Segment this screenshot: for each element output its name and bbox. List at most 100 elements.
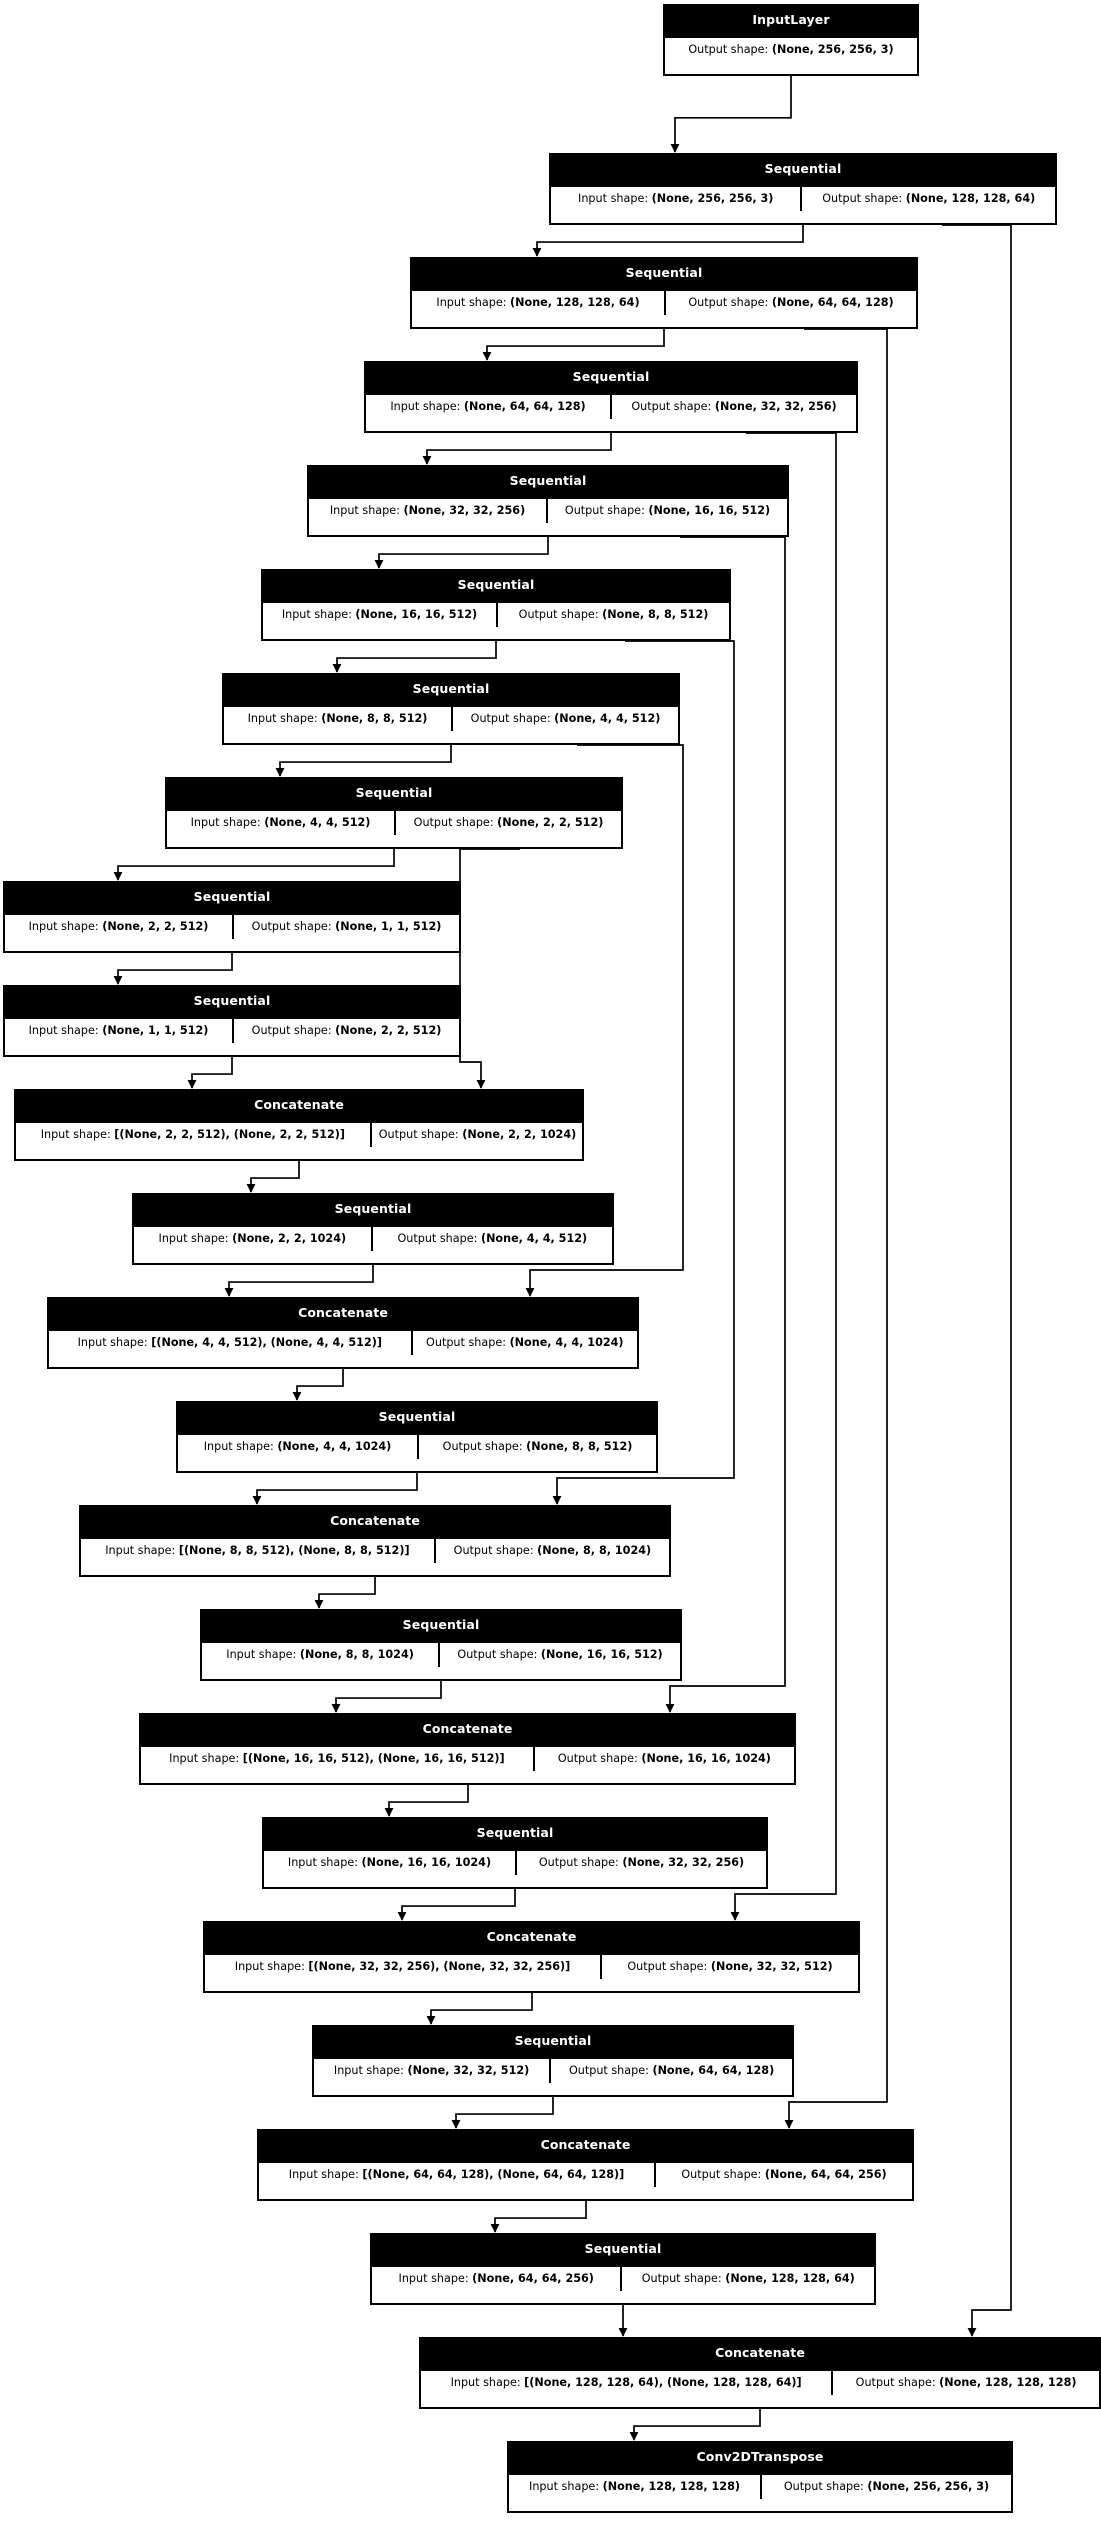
node-title: Sequential [309, 467, 787, 497]
output-shape-cell: Output shape: (None, 8, 8, 512) [496, 602, 729, 627]
node-shapes: Output shape: (None, 256, 256, 3) [665, 35, 917, 62]
node-shapes: Input shape: (None, 64, 64, 256)Output s… [372, 2264, 874, 2291]
node-title: Concatenate [259, 2131, 912, 2161]
input-shape-cell: Input shape: (None, 64, 64, 256) [372, 2266, 621, 2291]
output-shape-value: (None, 32, 32, 512) [710, 1959, 833, 1973]
input-shape-value: [(None, 4, 4, 512), (None, 4, 4, 512)] [151, 1335, 382, 1349]
node-shapes: Input shape: [(None, 8, 8, 512), (None, … [81, 1536, 669, 1563]
node-shapes: Input shape: [(None, 4, 4, 512), (None, … [49, 1328, 637, 1355]
node-shapes: Input shape: (None, 256, 256, 3)Output s… [551, 184, 1055, 211]
input-shape-cell: Input shape: (None, 4, 4, 1024) [178, 1434, 417, 1459]
output-shape-cell: Output shape: (None, 16, 16, 512) [438, 1642, 680, 1667]
edge-main [451, 2097, 554, 2129]
input-shape-value: (None, 64, 64, 256) [472, 2271, 594, 2285]
output-shape-cell: Output shape: (None, 1, 1, 512) [232, 914, 459, 939]
node-title: Concatenate [205, 1923, 858, 1953]
output-shape-label: Output shape: [413, 815, 498, 829]
input-shape-cell: Input shape: (None, 32, 32, 512) [314, 2058, 550, 2083]
edge-main [187, 1057, 233, 1089]
input-shape-label: Input shape: [333, 2063, 408, 2077]
input-shape-cell: Input shape: [(None, 16, 16, 512), (None… [141, 1746, 533, 1771]
node-title: Sequential [134, 1195, 612, 1225]
output-shape-value: (None, 64, 64, 256) [764, 2167, 887, 2181]
node-shapes: Input shape: (None, 8, 8, 1024)Output sh… [202, 1640, 680, 1667]
edge-main [113, 849, 395, 881]
output-shape-value: (None, 4, 4, 512) [554, 711, 661, 725]
output-shape-value: (None, 2, 2, 512) [497, 815, 604, 829]
edge-main [629, 2409, 761, 2441]
node-title: Sequential [366, 363, 856, 393]
output-shape-value: (None, 4, 4, 512) [480, 1231, 588, 1245]
input-shape-cell: Input shape: [(None, 2, 2, 512), (None, … [16, 1122, 370, 1147]
node-title: Sequential [202, 1611, 680, 1641]
output-shape-cell: Output shape: (None, 32, 32, 256) [610, 394, 856, 419]
edge-main [292, 1369, 344, 1401]
input-shape-value: [(None, 2, 2, 512), (None, 2, 2, 512)] [114, 1127, 346, 1141]
input-shape-cell: Input shape: [(None, 8, 8, 512), (None, … [81, 1538, 434, 1563]
edge-main [426, 1993, 533, 2025]
edge-skip [730, 432, 837, 1921]
output-shape-value: (None, 64, 64, 128) [652, 2063, 775, 2077]
output-shape-cell: Output shape: (None, 16, 16, 1024) [532, 1746, 794, 1771]
node-shapes: Input shape: [(None, 64, 64, 128), (None… [259, 2160, 912, 2187]
output-shape-value: (None, 256, 256, 3) [771, 42, 894, 56]
edge-main [252, 1473, 418, 1505]
output-shape-cell: Output shape: (None, 2, 2, 1024) [369, 1122, 582, 1147]
output-shape-cell: Output shape: (None, 4, 4, 1024) [410, 1330, 637, 1355]
edge-main [490, 2201, 587, 2233]
node-title: Concatenate [49, 1299, 637, 1329]
input-shape-cell: Input shape: (None, 32, 32, 256) [309, 498, 547, 523]
node-title: Sequential [551, 155, 1055, 185]
node-title: Sequential [314, 2027, 792, 2057]
node-title: Sequential [167, 779, 621, 809]
input-shape-label: Input shape: [288, 2167, 363, 2181]
output-shape-label: Output shape: [457, 1647, 541, 1661]
output-shape-label: Output shape: [681, 2167, 765, 2181]
output-shape-cell: Output shape: (None, 256, 256, 3) [760, 2474, 1011, 2499]
output-shape-label: Output shape: [822, 191, 906, 205]
input-shape-cell: Input shape: [(None, 4, 4, 512), (None, … [49, 1330, 411, 1355]
output-shape-label: Output shape: [631, 399, 715, 413]
input-shape-cell: Input shape: (None, 8, 8, 1024) [202, 1642, 439, 1667]
node-shapes: Input shape: (None, 64, 64, 128)Output s… [366, 392, 856, 419]
node-shapes: Input shape: (None, 32, 32, 256)Output s… [309, 496, 787, 523]
input-shape-value: (None, 8, 8, 512) [321, 711, 428, 725]
input-shape-label: Input shape: [281, 607, 356, 621]
output-shape-label: Output shape: [518, 607, 603, 621]
node-title: Concatenate [141, 1715, 794, 1745]
output-shape-value: (None, 4, 4, 1024) [509, 1335, 624, 1349]
output-shape-label: Output shape: [557, 1751, 642, 1765]
input-shape-value: [(None, 128, 128, 64), (None, 128, 128, … [524, 2375, 802, 2389]
edge-main [246, 1161, 300, 1193]
input-shape-value: (None, 1, 1, 512) [102, 1023, 209, 1037]
edge-skip [784, 328, 888, 2129]
input-shape-label: Input shape: [287, 1855, 362, 1869]
output-shape-label: Output shape: [568, 2063, 653, 2077]
input-shape-label: Input shape: [247, 711, 322, 725]
input-shape-value: (None, 256, 256, 3) [651, 191, 774, 205]
